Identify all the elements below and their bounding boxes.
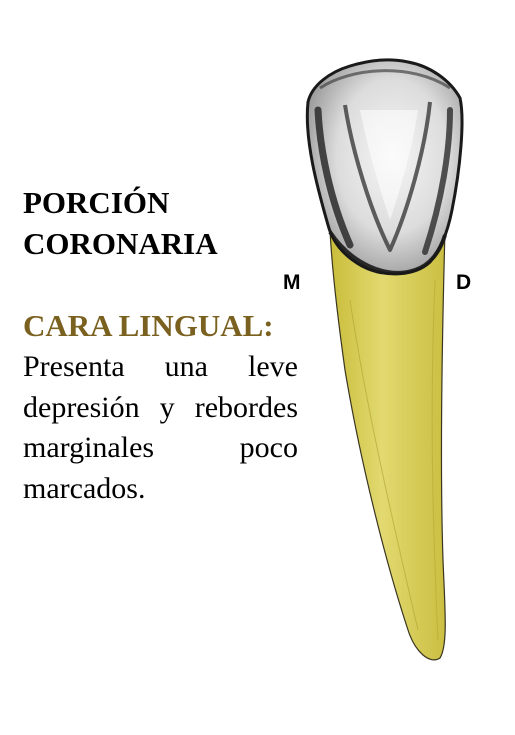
lingual-fossa xyxy=(343,101,432,252)
tooth-root xyxy=(329,229,446,661)
distal-label: D xyxy=(456,271,472,294)
section-title-line-2: CORONARIA xyxy=(23,226,218,261)
tooth-illustration xyxy=(305,58,464,661)
face-heading: CARA LINGUAL: xyxy=(23,308,274,343)
distal-marginal-ridge xyxy=(422,107,453,255)
face-description: Presenta una leve depresión y rebordes m… xyxy=(23,350,298,505)
incisal-edge xyxy=(319,69,451,90)
root-shading-line xyxy=(349,299,419,631)
root-shading-line xyxy=(431,279,439,641)
mesial-label: M xyxy=(283,271,301,294)
section-title-line-1: PORCIÓN xyxy=(23,185,170,220)
cervical-line xyxy=(328,230,447,275)
section-title: PORCIÓN CORONARIA xyxy=(23,182,283,264)
mesial-marginal-ridge xyxy=(314,106,354,249)
lingual-depression xyxy=(360,110,418,220)
